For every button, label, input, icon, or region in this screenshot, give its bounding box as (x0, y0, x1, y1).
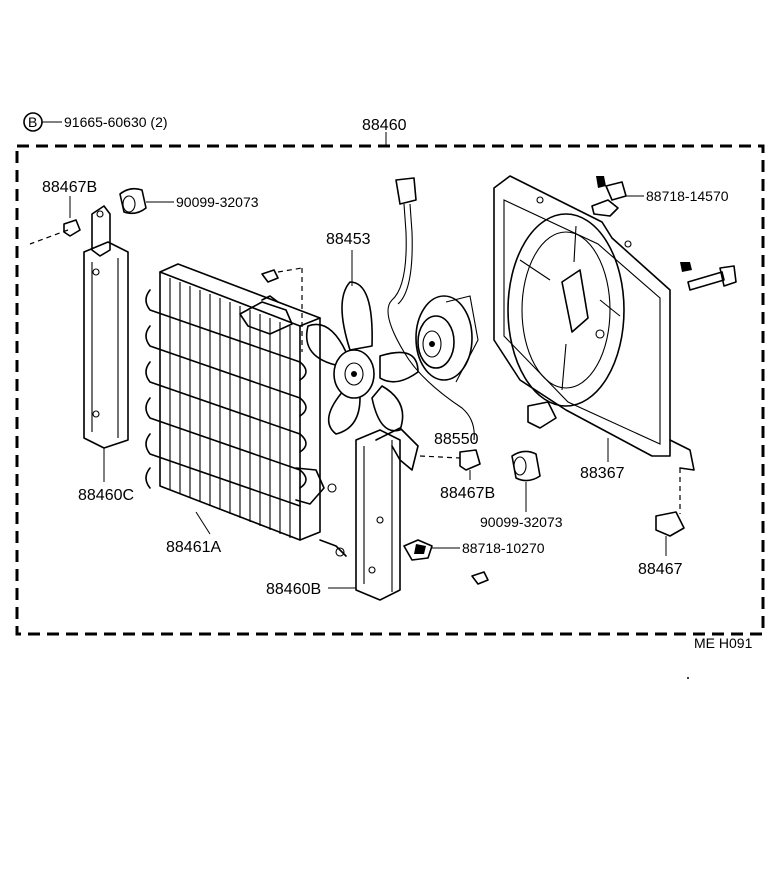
bolt-marker-symbol: B (28, 114, 37, 130)
condenser-label: 88461A (166, 539, 221, 556)
cushion-label: 88467 (638, 561, 683, 578)
assembly-number-label: 88460 (362, 117, 407, 134)
bolt-marker-text: 91665-60630 (2) (64, 114, 168, 130)
fan-motor-label: 88550 (434, 431, 479, 448)
condenser-part (145, 263, 347, 557)
condenser-screw-part (261, 267, 303, 352)
assembly-frame (15, 132, 765, 636)
left-bracket-label: 88460C (78, 487, 134, 504)
center-nut-label: 88467B (440, 485, 495, 502)
top-bushing-part (119, 187, 147, 215)
top-right-clip-part (591, 176, 627, 217)
bolt-marker: B 91665-60630 (2) (23, 112, 168, 132)
center-bracket-part (355, 427, 419, 601)
fan-blade-label: 88453 (326, 231, 371, 248)
cushion-part (527, 401, 685, 537)
center-bushing-part (511, 450, 541, 482)
center-bracket-label: 88460B (266, 581, 321, 598)
center-nut-part (419, 449, 481, 471)
footer-code: ME H091 (694, 635, 753, 651)
center-bushing-label: 90099-32073 (480, 514, 563, 530)
shroud-bolt-part (680, 262, 737, 291)
fan-blade-part (306, 281, 419, 435)
left-nut-label: 88467B (42, 179, 97, 196)
shroud-label: 88367 (580, 465, 625, 482)
fan-motor-part (387, 177, 479, 441)
center-clip-part (403, 539, 433, 561)
left-bracket-part (83, 205, 129, 449)
top-bushing-label: 90099-32073 (176, 194, 259, 210)
center-clip-label: 88718-10270 (462, 540, 545, 556)
shroud-part (493, 175, 695, 471)
top-right-clip-label: 88718-14570 (646, 188, 729, 204)
left-nut-part (29, 219, 81, 245)
bottom-screw-part (471, 571, 489, 585)
